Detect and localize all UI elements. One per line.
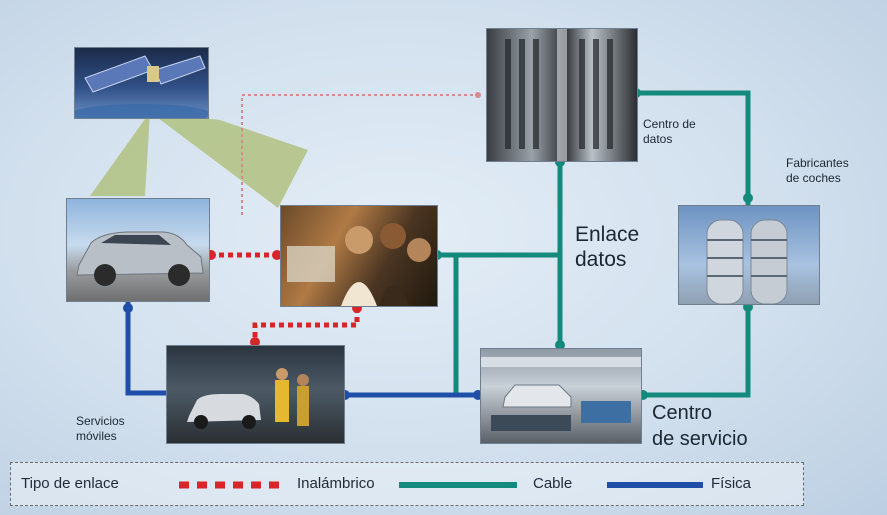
legend-physical-label: Física [711, 475, 752, 492]
building-icon [505, 29, 613, 161]
data-center-label: Centro de datos [643, 117, 696, 147]
satellite-beam-left [90, 112, 150, 196]
link-node [123, 303, 133, 313]
data-link-label-line2: datos [575, 248, 627, 271]
service-van-icon [187, 368, 309, 429]
people-computer-image [280, 205, 438, 307]
link-node [555, 340, 565, 350]
mobile-services-label: Servicios móviles [76, 414, 125, 444]
wireless-link-datacenter [241, 94, 480, 215]
mobile-services-label-line1: Servicios [76, 414, 125, 428]
legend-cable-swatch [399, 482, 517, 488]
legend-wireless-swatch [179, 481, 287, 489]
link-node [250, 337, 260, 347]
satellite-beam-right [150, 112, 308, 208]
link-node [272, 250, 282, 260]
data-link-label-line1: Enlace [575, 223, 640, 246]
data-center-label-line1: Centro de [643, 117, 696, 131]
manufacturers-label: Fabricantes de coches [786, 156, 849, 186]
workshop-icon [481, 357, 641, 431]
legend-cable-label: Cable [533, 475, 573, 492]
data-center-building-image [486, 28, 638, 162]
legend: Tipo de enlace Inalámbrico Cable Física [10, 462, 804, 506]
service-center-workshop-image [480, 348, 642, 444]
service-center-label-line1: Centro [652, 402, 713, 424]
cylinder-tower-icon [706, 219, 788, 304]
legend-wireless-label: Inalámbrico [297, 475, 375, 492]
mobile-services-label-line2: móviles [76, 429, 117, 443]
manufacturers-label-line2: de coches [786, 171, 841, 185]
link-node [475, 92, 481, 98]
service-center-label: Centro de servicio [652, 400, 748, 452]
car-manufacturer-building-image [678, 205, 820, 305]
cable-link-service-manufacturer [640, 303, 751, 398]
satellite-icon [75, 55, 208, 118]
satellite-image [74, 47, 209, 119]
people-icon [287, 223, 431, 306]
legend-title: Tipo de enlace [21, 475, 119, 492]
manufacturers-label-line1: Fabricantes [786, 156, 849, 170]
wireless-link-people-mobile [252, 308, 360, 345]
data-link-label: Enlace datos [575, 222, 639, 272]
car-icon [76, 231, 204, 286]
mobile-service-image [166, 345, 345, 444]
service-center-label-line2: de servicio [652, 428, 748, 450]
car-image [66, 198, 210, 302]
legend-physical-swatch [607, 482, 703, 488]
data-center-label-line2: datos [643, 132, 673, 146]
link-node [743, 193, 753, 203]
physical-link-car-mobile [125, 300, 166, 396]
cable-link-datacenter-manufacturer [636, 90, 751, 205]
